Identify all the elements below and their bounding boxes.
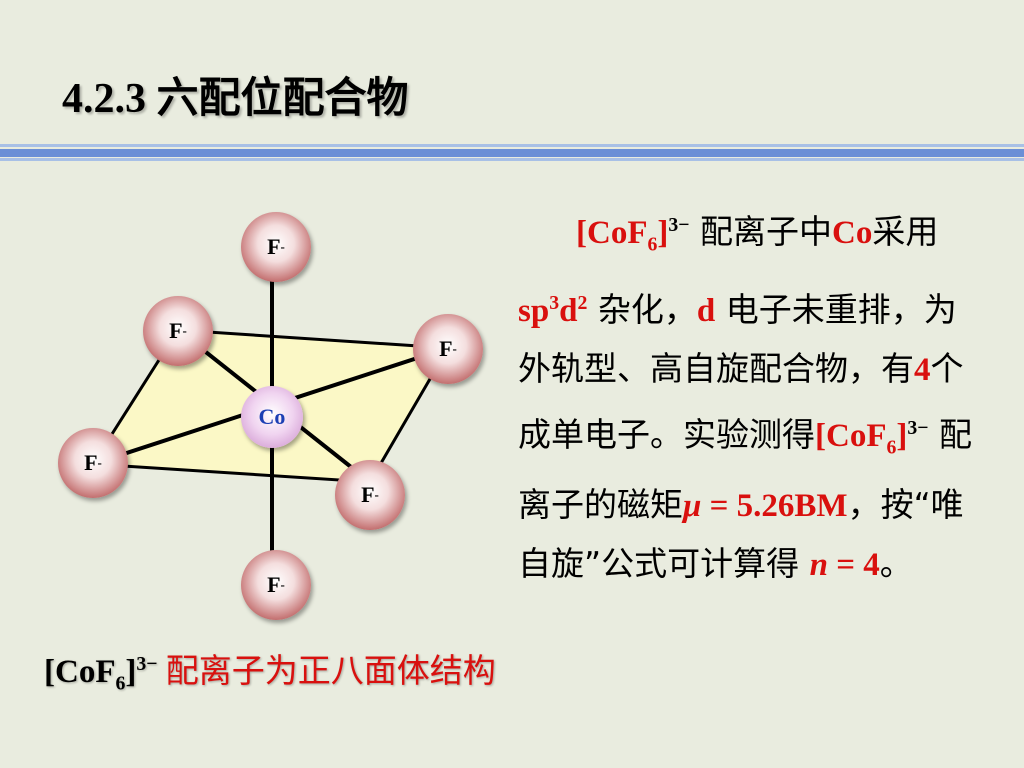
f-atom-top: F- xyxy=(241,212,311,282)
f-atom-label: F xyxy=(439,336,453,361)
f-atom-back-left: F- xyxy=(143,296,213,366)
f-atom-label: F xyxy=(169,318,183,343)
f-atom-front-right: F- xyxy=(335,460,405,530)
diagram-caption: [CoF6]3− 配离子为正八面体结构 xyxy=(44,653,496,695)
explanation-paragraph: [CoF6]3− 配离子中Co采用sp3d2 杂化，d 电子未重排，为外轨型、高… xyxy=(518,212,973,584)
f-atom-label: F xyxy=(267,572,281,597)
f-atom-back-right: F- xyxy=(413,314,483,384)
octahedral-structure-diagram: Co F- F- F- F- F- F- xyxy=(0,190,500,640)
f-atom-label: F xyxy=(84,450,98,475)
f-atom-label: F xyxy=(361,482,375,507)
f-atom-label: F xyxy=(267,234,281,259)
co-atom: Co xyxy=(241,386,303,448)
f-atom-bottom: F- xyxy=(241,550,311,620)
f-atom-front-left: F- xyxy=(58,428,128,498)
slide-title: 4.2.3 六配位配合物 xyxy=(62,76,409,122)
co-atom-label: Co xyxy=(258,404,286,429)
title-divider xyxy=(0,144,1024,162)
